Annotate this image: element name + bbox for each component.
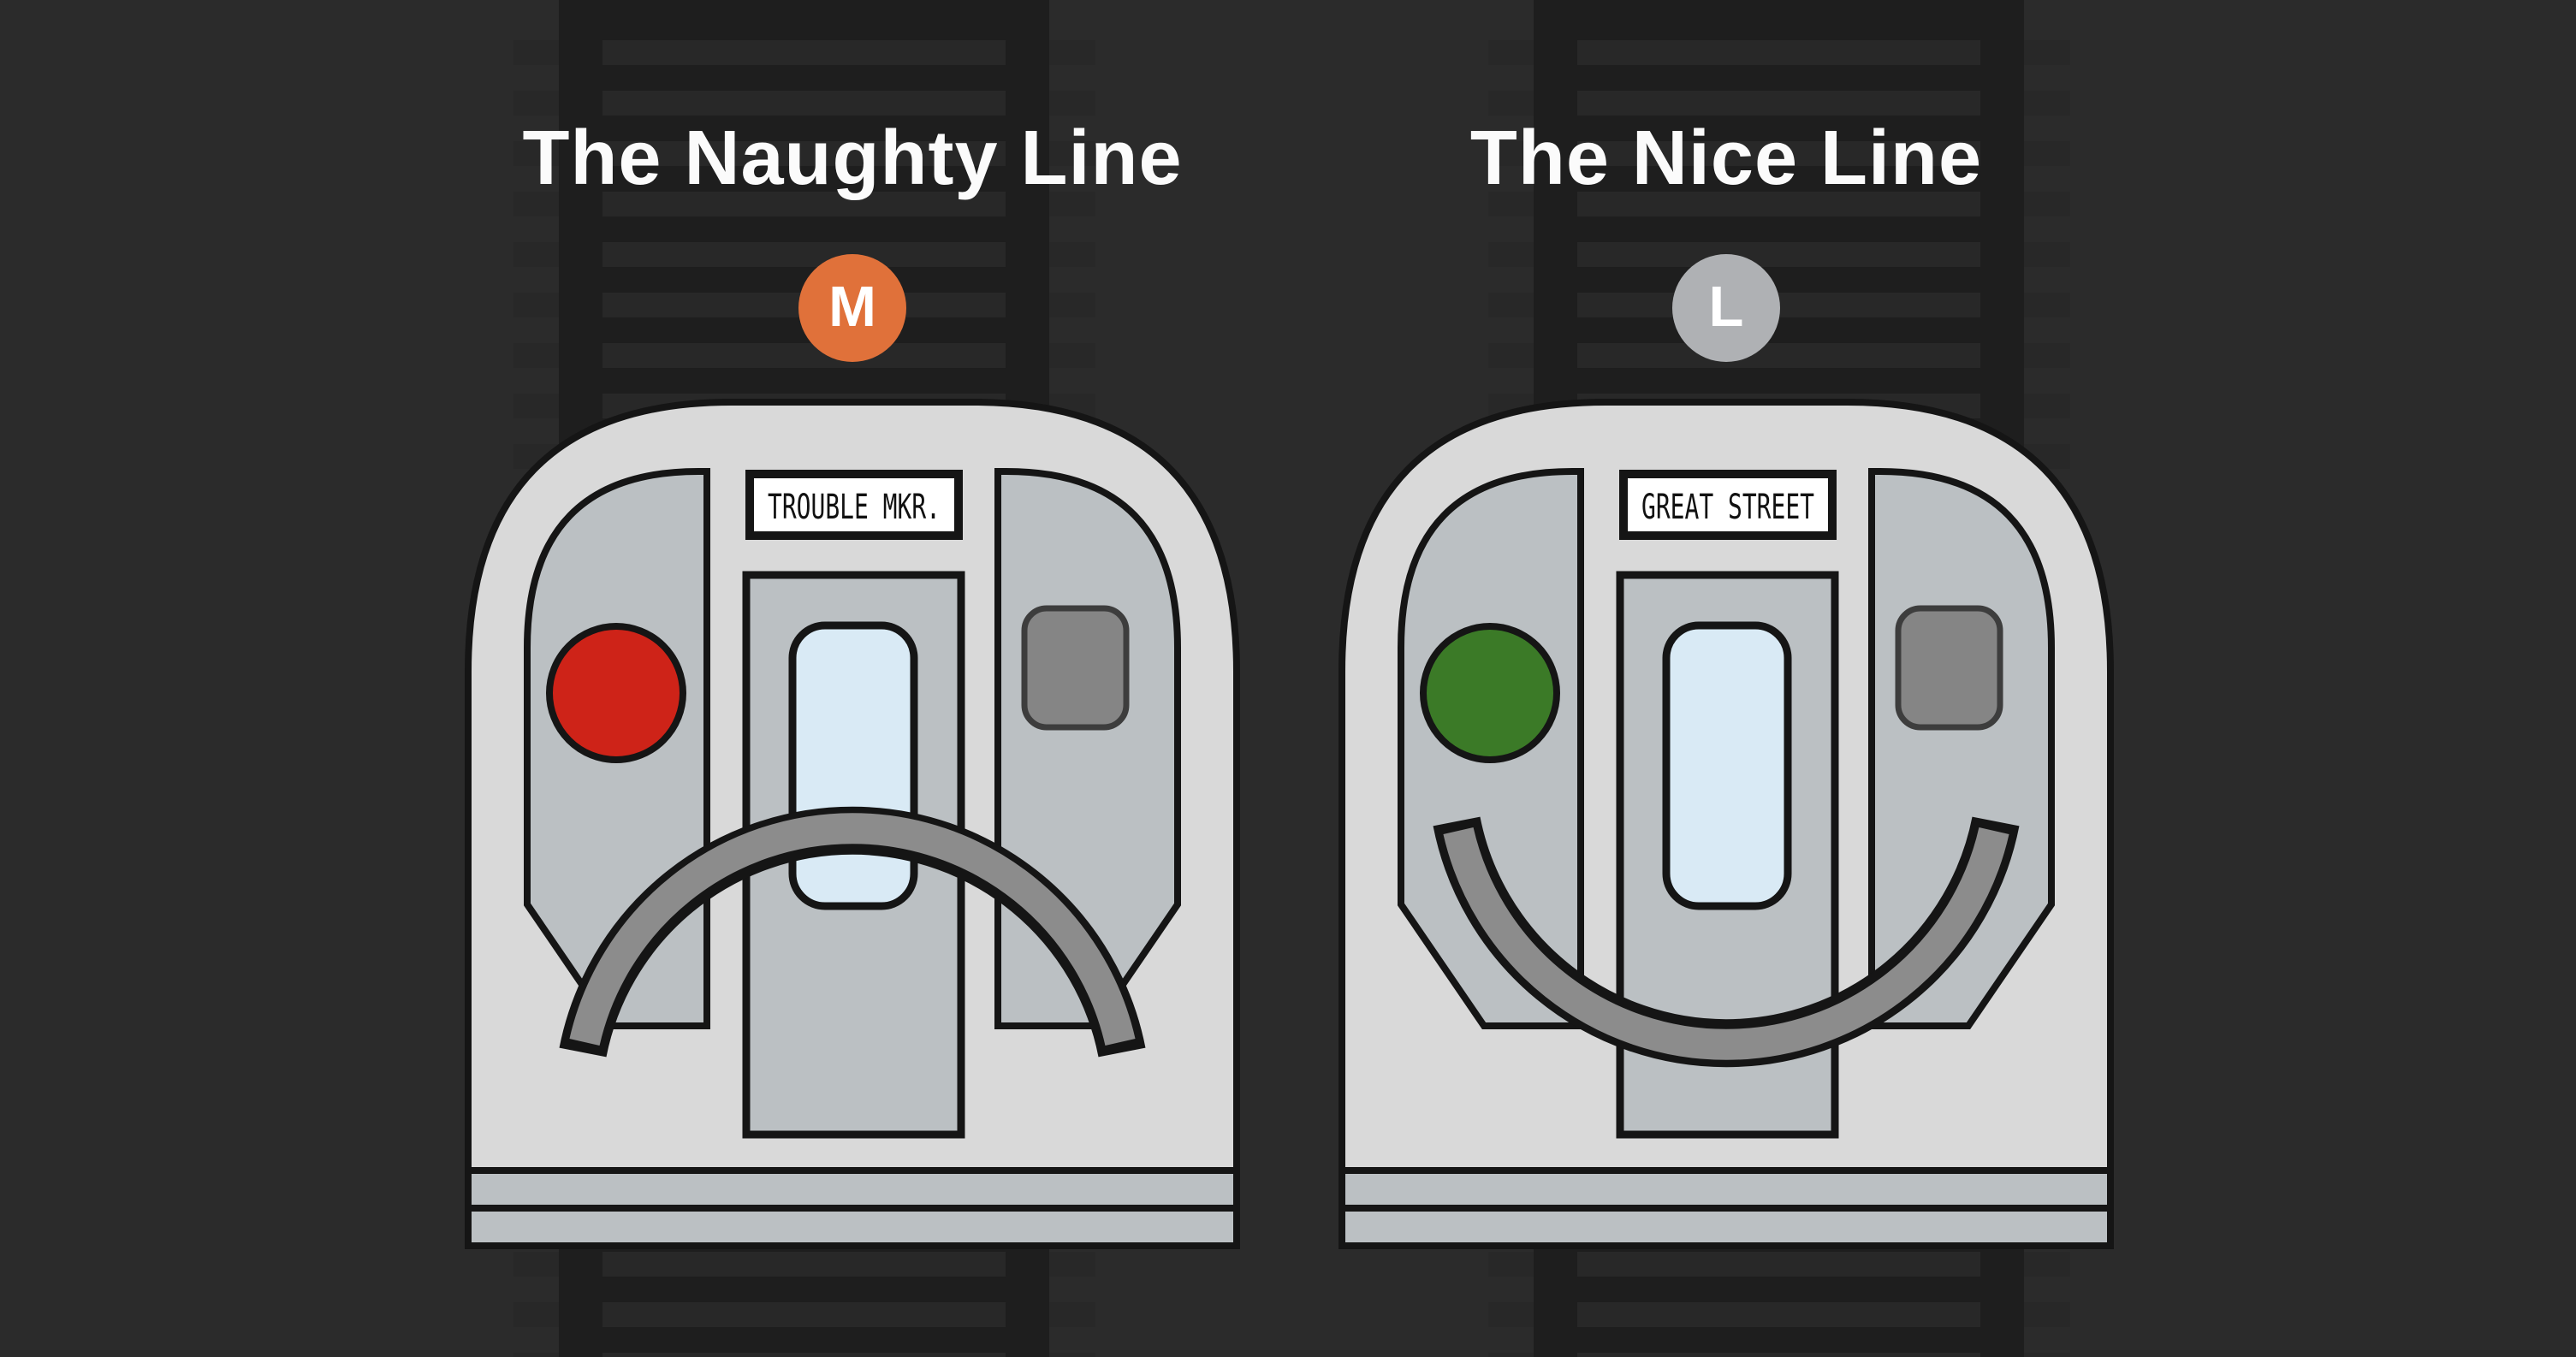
frown-mouth	[569, 813, 1136, 1046]
door-window	[788, 621, 918, 910]
small-dark-window	[1895, 605, 2003, 731]
headlight-red	[546, 623, 686, 763]
naughty-line-title: The Naughty Line	[522, 116, 1183, 201]
train-front-naughty: TROUBLE MKR.	[465, 399, 1240, 1249]
destination-sign-text: TROUBLE MKR.	[768, 488, 941, 527]
destination-sign	[1619, 470, 1837, 540]
m-route-badge: M	[798, 254, 906, 362]
bumper-band-lines	[1342, 1167, 2110, 1212]
l-route-badge: L	[1672, 254, 1780, 362]
nice-line-title: The Nice Line	[1469, 116, 1983, 201]
headlight-green	[1420, 623, 1560, 763]
destination-sign	[745, 470, 963, 540]
l-badge-letter: L	[1708, 274, 1744, 339]
m-badge-letter: M	[828, 274, 876, 339]
door-window	[1662, 621, 1792, 910]
small-dark-window	[1021, 605, 1130, 731]
bumper-band-lines	[468, 1167, 1237, 1212]
train-front-nice: GREAT STREET	[1338, 399, 2114, 1249]
destination-sign-text: GREAT STREET	[1641, 488, 1814, 527]
smile-mouth	[1443, 827, 2009, 1060]
